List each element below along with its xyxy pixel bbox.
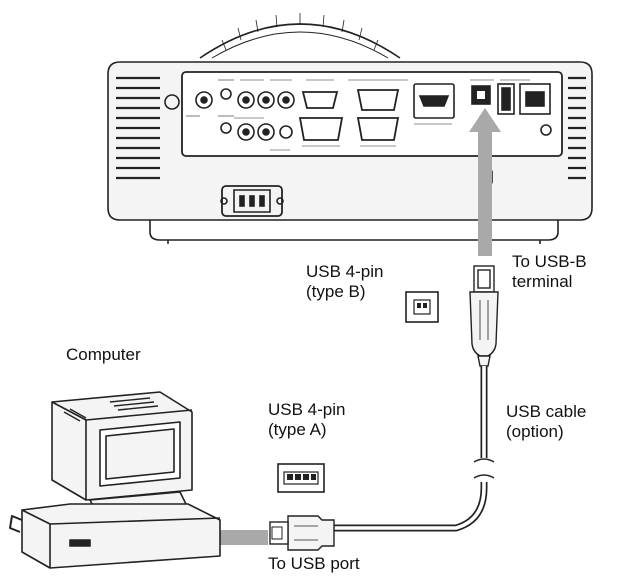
usb-a-connector-icon	[269, 515, 335, 551]
projector-icon	[107, 13, 593, 244]
usb-cable-label: USB cable (option)	[506, 402, 587, 441]
usb-a-port-icon	[277, 463, 325, 493]
usb-cable-icon	[334, 366, 495, 532]
usb-b-port-icon	[405, 291, 439, 323]
to-usb-port-label: To USB port	[268, 554, 360, 573]
computer-label: Computer	[66, 345, 141, 364]
usb-b-pin-label: USB 4-pin (type B)	[306, 262, 384, 301]
usb-b-connector-icon	[469, 265, 499, 367]
usb-a-pin-label: USB 4-pin (type A)	[268, 400, 346, 439]
to-usb-b-terminal-label: To USB-B terminal	[512, 252, 587, 291]
arrow-to-projector-icon	[469, 108, 501, 256]
computer-icon	[9, 391, 221, 569]
